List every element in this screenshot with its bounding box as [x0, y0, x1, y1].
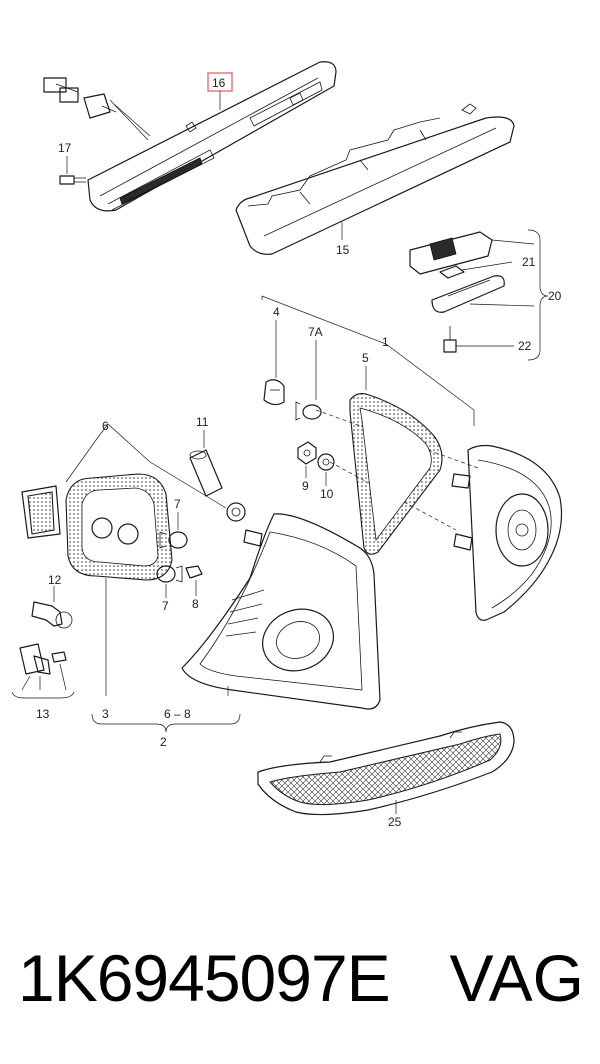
callout-16: 16 — [207, 72, 233, 110]
bulb-carrier-6[interactable]: 6 — [21, 419, 227, 581]
number-plate-light-20[interactable]: 21 20 22 — [409, 229, 562, 361]
bolt-12[interactable]: 12 — [31, 573, 73, 629]
clip-13[interactable]: 13 — [11, 643, 75, 721]
screw-22[interactable] — [443, 326, 457, 353]
label-15: 15 — [336, 243, 350, 257]
inner-tail-light[interactable] — [181, 513, 381, 710]
label-12: 12 — [48, 573, 62, 587]
label-7-upper: 7 — [174, 497, 181, 511]
bulb-8[interactable]: 8 — [185, 565, 203, 611]
bulb-socket-4[interactable]: 4 — [263, 305, 285, 406]
bulb-holder-11[interactable]: 11 — [189, 415, 223, 497]
bulb-7A[interactable]: 7A — [295, 325, 323, 421]
rear-reflector-25[interactable]: 25 — [257, 721, 515, 829]
label-16: 16 — [212, 76, 226, 90]
label-7-lower: 7 — [162, 599, 169, 613]
outer-tail-light[interactable] — [451, 444, 563, 621]
label-2: 2 — [160, 735, 167, 749]
label-10: 10 — [320, 487, 334, 501]
label-4: 4 — [273, 305, 280, 319]
label-7A: 7A — [308, 325, 323, 339]
bracket-2: 3 6 – 8 2 — [91, 578, 241, 749]
brand-name: VAG — [449, 941, 584, 1015]
parts-exploded-diagram: 16 17 15 21 20 22 — [11, 61, 563, 829]
label-3: 3 — [102, 707, 109, 721]
bulb-7-lower[interactable]: 7 — [156, 565, 183, 613]
label-11: 11 — [196, 415, 209, 429]
label-22: 22 — [518, 339, 532, 353]
bracket-1: 1 — [261, 295, 475, 426]
grommet[interactable] — [226, 502, 246, 522]
connector-16 — [43, 77, 117, 119]
label-6-8: 6 – 8 — [164, 707, 191, 721]
label-9: 9 — [302, 479, 309, 493]
high-level-brake-light-16[interactable] — [87, 61, 337, 212]
nut-9[interactable]: 9 — [297, 441, 317, 493]
gasket-5[interactable]: 5 — [349, 351, 443, 555]
label-6: 6 — [102, 419, 109, 433]
caption-bar: 1K6945097E VAG — [0, 928, 600, 1028]
light-housing-15[interactable]: 15 — [235, 103, 515, 257]
screw-17[interactable]: 17 — [58, 141, 86, 185]
label-20: 20 — [548, 289, 562, 303]
label-1: 1 — [382, 335, 389, 349]
bulb-7-upper[interactable]: 7 — [159, 497, 188, 549]
label-25: 25 — [388, 815, 402, 829]
label-17: 17 — [58, 141, 72, 155]
label-8: 8 — [192, 597, 199, 611]
label-13: 13 — [36, 707, 50, 721]
part-number: 1K6945097E — [18, 941, 391, 1015]
label-21: 21 — [522, 255, 536, 269]
label-5: 5 — [362, 351, 369, 365]
washer-10[interactable]: 10 — [317, 453, 335, 501]
